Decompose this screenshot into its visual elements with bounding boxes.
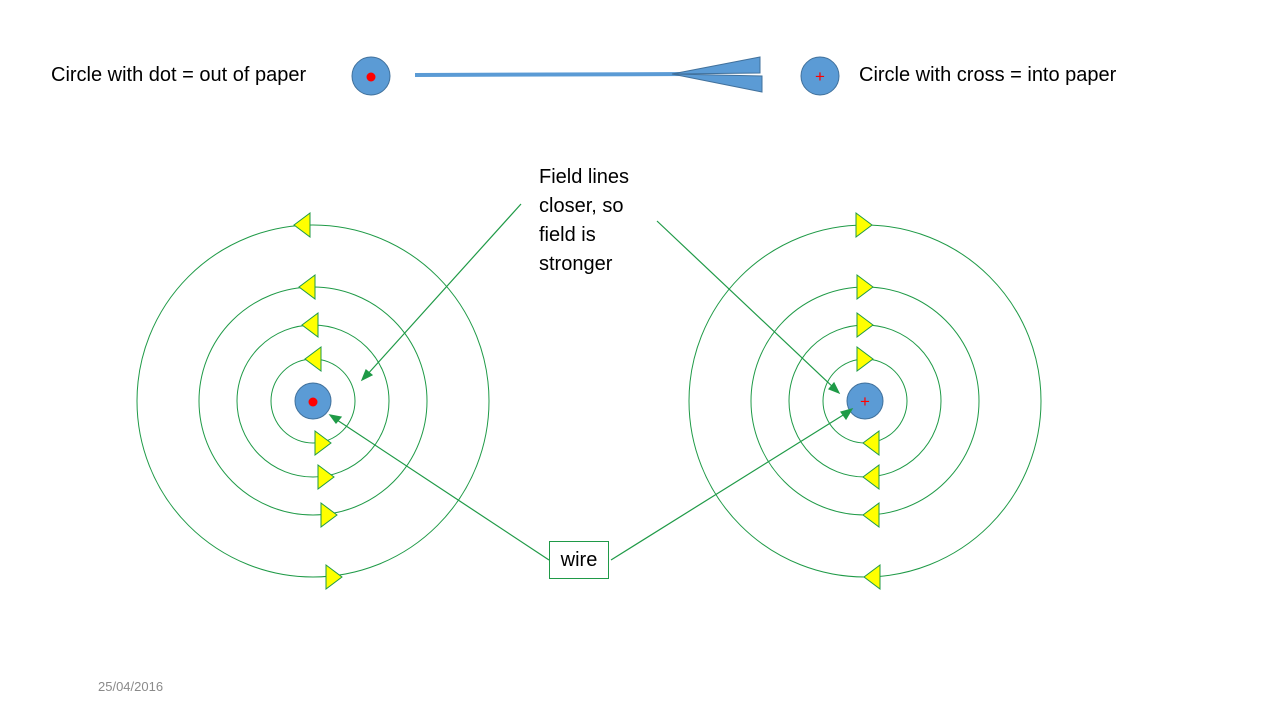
annotation-line: Field lines bbox=[539, 166, 630, 188]
field-direction-arrowhead-icon bbox=[293, 212, 311, 238]
pointer-head-right bbox=[828, 381, 841, 395]
legend-cross-label: Circle with cross = into paper bbox=[859, 64, 1117, 86]
field-direction-arrowhead-icon bbox=[320, 502, 338, 528]
field-direction-arrowhead-icon bbox=[298, 274, 316, 300]
slide-date: 25/04/2016 bbox=[98, 679, 164, 694]
pointer-head-left bbox=[360, 369, 374, 382]
field-out-of-paper bbox=[136, 212, 490, 590]
wire-out-of-paper-icon bbox=[294, 382, 332, 420]
field-direction-arrowhead-icon bbox=[856, 274, 874, 300]
field-direction-arrowhead-icon bbox=[301, 312, 319, 338]
field-direction-arrowhead-icon bbox=[325, 564, 343, 590]
annotation-line: closer, so bbox=[539, 195, 624, 217]
wire-into-paper-icon: + bbox=[846, 382, 884, 420]
wire-label: wire bbox=[549, 541, 609, 579]
field-direction-arrowhead-icon bbox=[855, 212, 873, 238]
annotation-line: field is bbox=[539, 224, 596, 246]
arrow-icon bbox=[414, 56, 763, 93]
field-direction-arrowhead-icon bbox=[304, 346, 322, 372]
legend-dot-label: Circle with dot = out of paper bbox=[51, 64, 307, 86]
wire-pointer-head-right bbox=[840, 408, 854, 421]
pointer-line-right bbox=[656, 220, 836, 390]
cross-symbol: + bbox=[815, 67, 825, 86]
field-direction-arrowhead-icon bbox=[862, 502, 880, 528]
field-direction-arrowhead-icon bbox=[317, 464, 335, 490]
field-direction-arrowhead-icon bbox=[856, 312, 874, 338]
field-direction-arrowhead-icon bbox=[314, 430, 332, 456]
field-direction-arrowhead-icon bbox=[863, 564, 881, 590]
wire-pointer-left bbox=[333, 417, 550, 561]
wire-pointer-right bbox=[610, 411, 849, 561]
annotation-line: stronger bbox=[539, 253, 613, 275]
annotation-pointers bbox=[328, 203, 854, 561]
field-direction-arrowhead-icon bbox=[862, 430, 880, 456]
wire-into-paper-icon: + bbox=[800, 56, 840, 96]
pointer-line-left bbox=[365, 203, 522, 377]
field-direction-arrowhead-icon bbox=[862, 464, 880, 490]
field-into-paper: + bbox=[688, 212, 1042, 590]
wire-pointer-head-left bbox=[328, 414, 343, 424]
field-lines-annotation: Field lines closer, so field is stronger bbox=[539, 163, 659, 279]
field-direction-arrowhead-icon bbox=[856, 346, 874, 372]
wire-out-of-paper-icon bbox=[351, 56, 391, 96]
field-line-ring bbox=[136, 224, 490, 578]
cross-symbol: + bbox=[860, 392, 870, 411]
